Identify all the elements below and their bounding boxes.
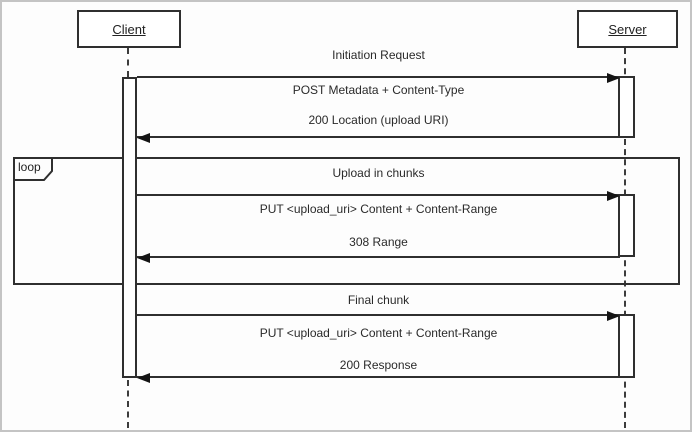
server-actor-label: Server <box>608 21 647 37</box>
request-arrow-final-chunk <box>137 311 620 321</box>
client-lifeline <box>127 48 129 77</box>
server-activation-bar-2 <box>618 194 635 257</box>
response-arrow-range <box>137 253 620 263</box>
server-activation-bar-3 <box>618 314 635 378</box>
loop-pentagon-icon <box>13 157 53 181</box>
section-title: Final chunk <box>347 293 410 307</box>
arrowhead-left-icon <box>137 253 150 263</box>
client-actor-label: Client <box>112 21 146 37</box>
section-title: Initiation Request <box>332 48 425 62</box>
request-message-label: POST Metadata + Content-Type <box>292 83 465 97</box>
request-arrow-chunk <box>137 191 620 201</box>
request-arrow-initiation <box>137 73 620 83</box>
loop-frame <box>13 157 680 285</box>
arrowhead-left-icon <box>137 373 150 383</box>
arrowhead-right-icon <box>607 73 620 83</box>
section-title: Upload in chunks <box>332 166 425 180</box>
client-actor-box: Client <box>77 10 181 48</box>
loop-operator-tag: loop <box>13 157 53 181</box>
server-activation-bar-1 <box>618 76 635 138</box>
response-message-label: 200 Location (upload URI) <box>308 113 449 127</box>
loop-label: loop <box>18 160 41 174</box>
request-message-label: PUT <upload_uri> Content + Content-Range <box>259 326 498 340</box>
client-lifeline <box>127 380 129 428</box>
arrowhead-right-icon <box>607 311 620 321</box>
response-arrow-final <box>137 373 620 383</box>
arrowhead-right-icon <box>607 191 620 201</box>
request-message-label: PUT <upload_uri> Content + Content-Range <box>259 202 498 216</box>
response-message-label: 308 Range <box>349 235 408 249</box>
arrowhead-left-icon <box>137 133 150 143</box>
server-actor-box: Server <box>577 10 678 48</box>
client-activation-bar <box>122 77 137 378</box>
response-arrow-location <box>137 133 620 143</box>
response-message-label: 200 Response <box>339 358 418 372</box>
